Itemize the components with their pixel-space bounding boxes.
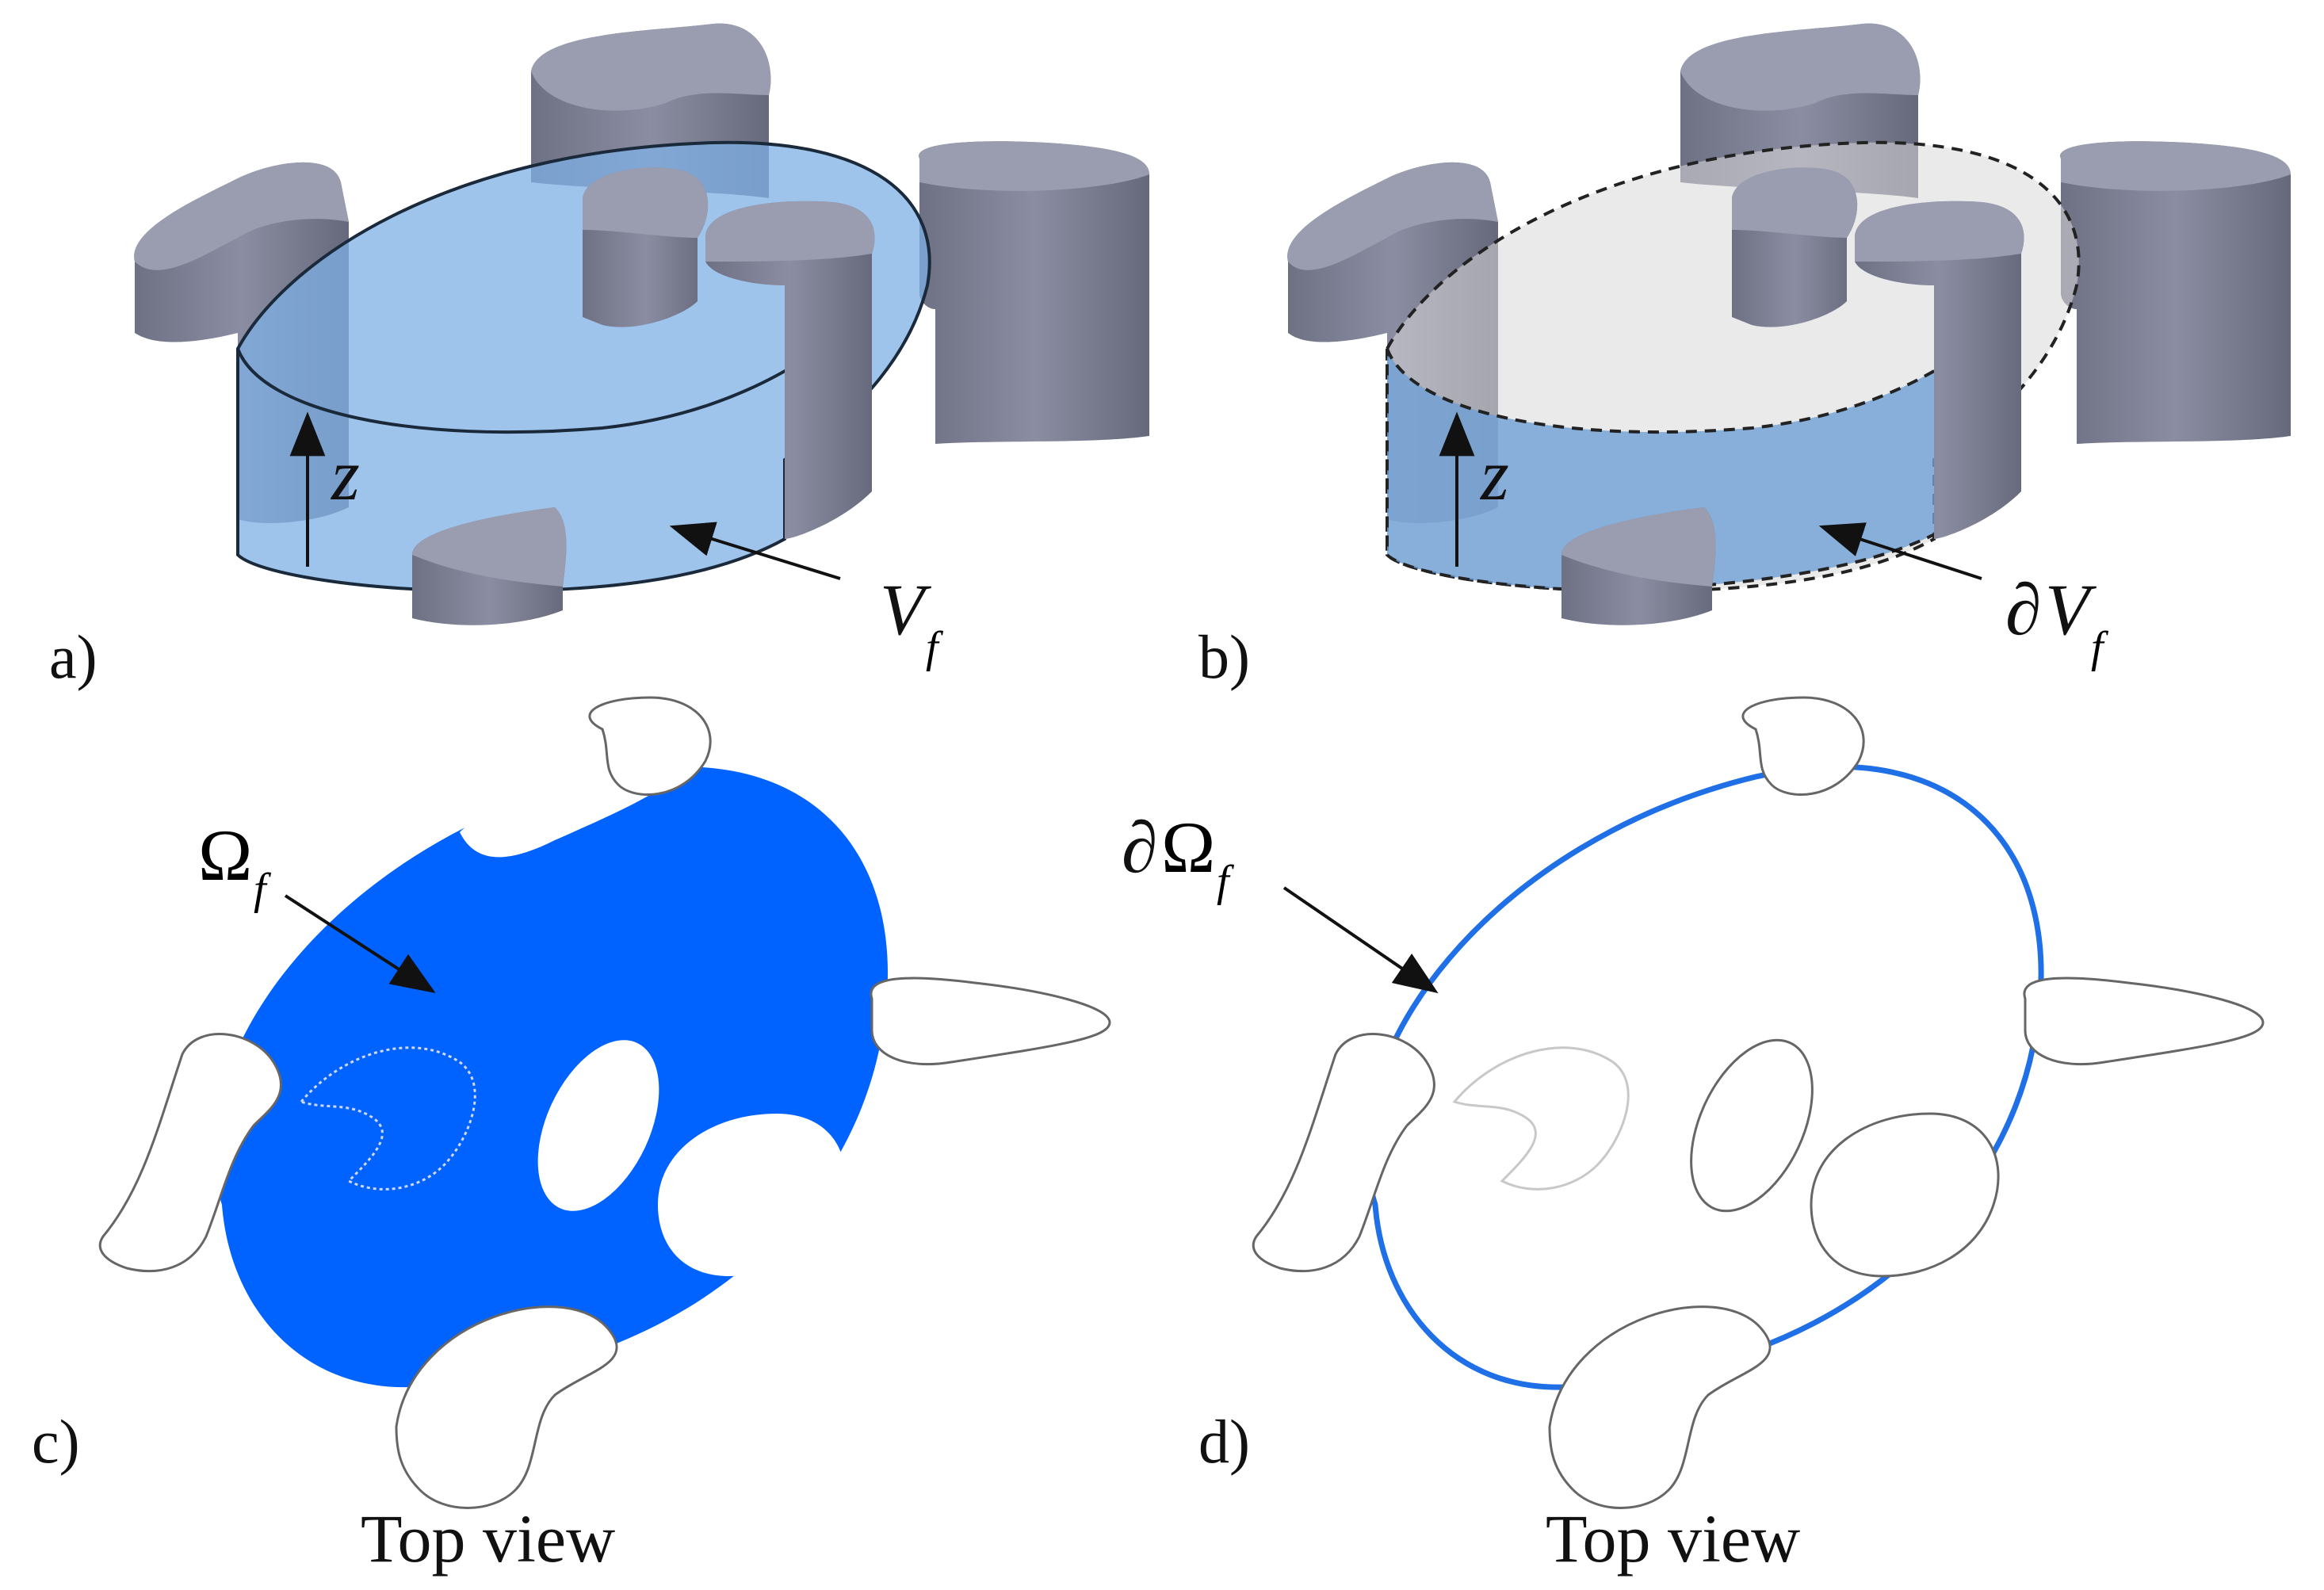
- pillar-outline: [1252, 1033, 1435, 1273]
- pillar-outline: [870, 977, 1111, 1066]
- omega-subscript: f: [254, 865, 272, 914]
- dvf-subscript: f: [2091, 623, 2109, 672]
- fluid-boundary-domega: [1364, 763, 2044, 1390]
- pillar-outline: [98, 1033, 282, 1273]
- vf-pointer-arrow: [669, 522, 841, 580]
- pillar-outline: [395, 1305, 618, 1509]
- vf-label: V: [880, 569, 932, 650]
- panel-b: z ∂ V f b): [1198, 23, 2291, 691]
- domega-partial: ∂: [1122, 807, 1157, 888]
- panel-c: Ω f c) Top view: [32, 696, 1111, 1577]
- fluid-region-omega: [213, 732, 889, 1388]
- solid-pillar: [412, 507, 567, 625]
- dvf-pointer-arrow: [1818, 522, 1982, 580]
- pillar-outline: [1452, 1046, 1630, 1191]
- dvf-label: V: [2045, 569, 2097, 650]
- pillar-outline: [1690, 1038, 1814, 1213]
- z-axis-label: z: [1479, 434, 1509, 515]
- solid-pillar: [1855, 201, 2024, 539]
- pillar-outline: [2023, 977, 2265, 1066]
- pillar-outline: [1548, 1305, 1772, 1509]
- panel-caption-c: Top view: [361, 1500, 615, 1577]
- pillar-outline: [588, 696, 712, 796]
- panel-label-b: b): [1198, 622, 1250, 691]
- domega-pointer-arrow: [1282, 886, 1439, 994]
- panel-a: z V f a): [49, 23, 1149, 691]
- solid-pillar: [1732, 167, 1858, 327]
- vf-subscript: f: [926, 623, 944, 672]
- omega-pointer-arrow: [284, 894, 436, 994]
- panel-label-c: c): [32, 1407, 80, 1476]
- domega-subscript: f: [1217, 857, 1235, 906]
- solid-pillar: [583, 167, 709, 327]
- panel-label-a: a): [49, 622, 97, 691]
- pillar-outline: [1810, 1112, 2000, 1278]
- domega-label: Ω: [1161, 807, 1215, 888]
- solid-pillar: [1561, 507, 1716, 625]
- panel-d: ∂ Ω f d) Top view: [1122, 696, 2265, 1577]
- pillar-outline: [1741, 696, 1865, 796]
- panel-caption-d: Top view: [1546, 1500, 1800, 1577]
- z-axis-label: z: [330, 434, 360, 515]
- solid-pillar: [919, 141, 1149, 444]
- solid-pillar: [2060, 141, 2291, 444]
- panel-label-d: d): [1198, 1407, 1250, 1476]
- dvf-partial: ∂: [2005, 569, 2041, 650]
- solid-pillar: [705, 201, 875, 539]
- omega-label: Ω: [198, 815, 252, 896]
